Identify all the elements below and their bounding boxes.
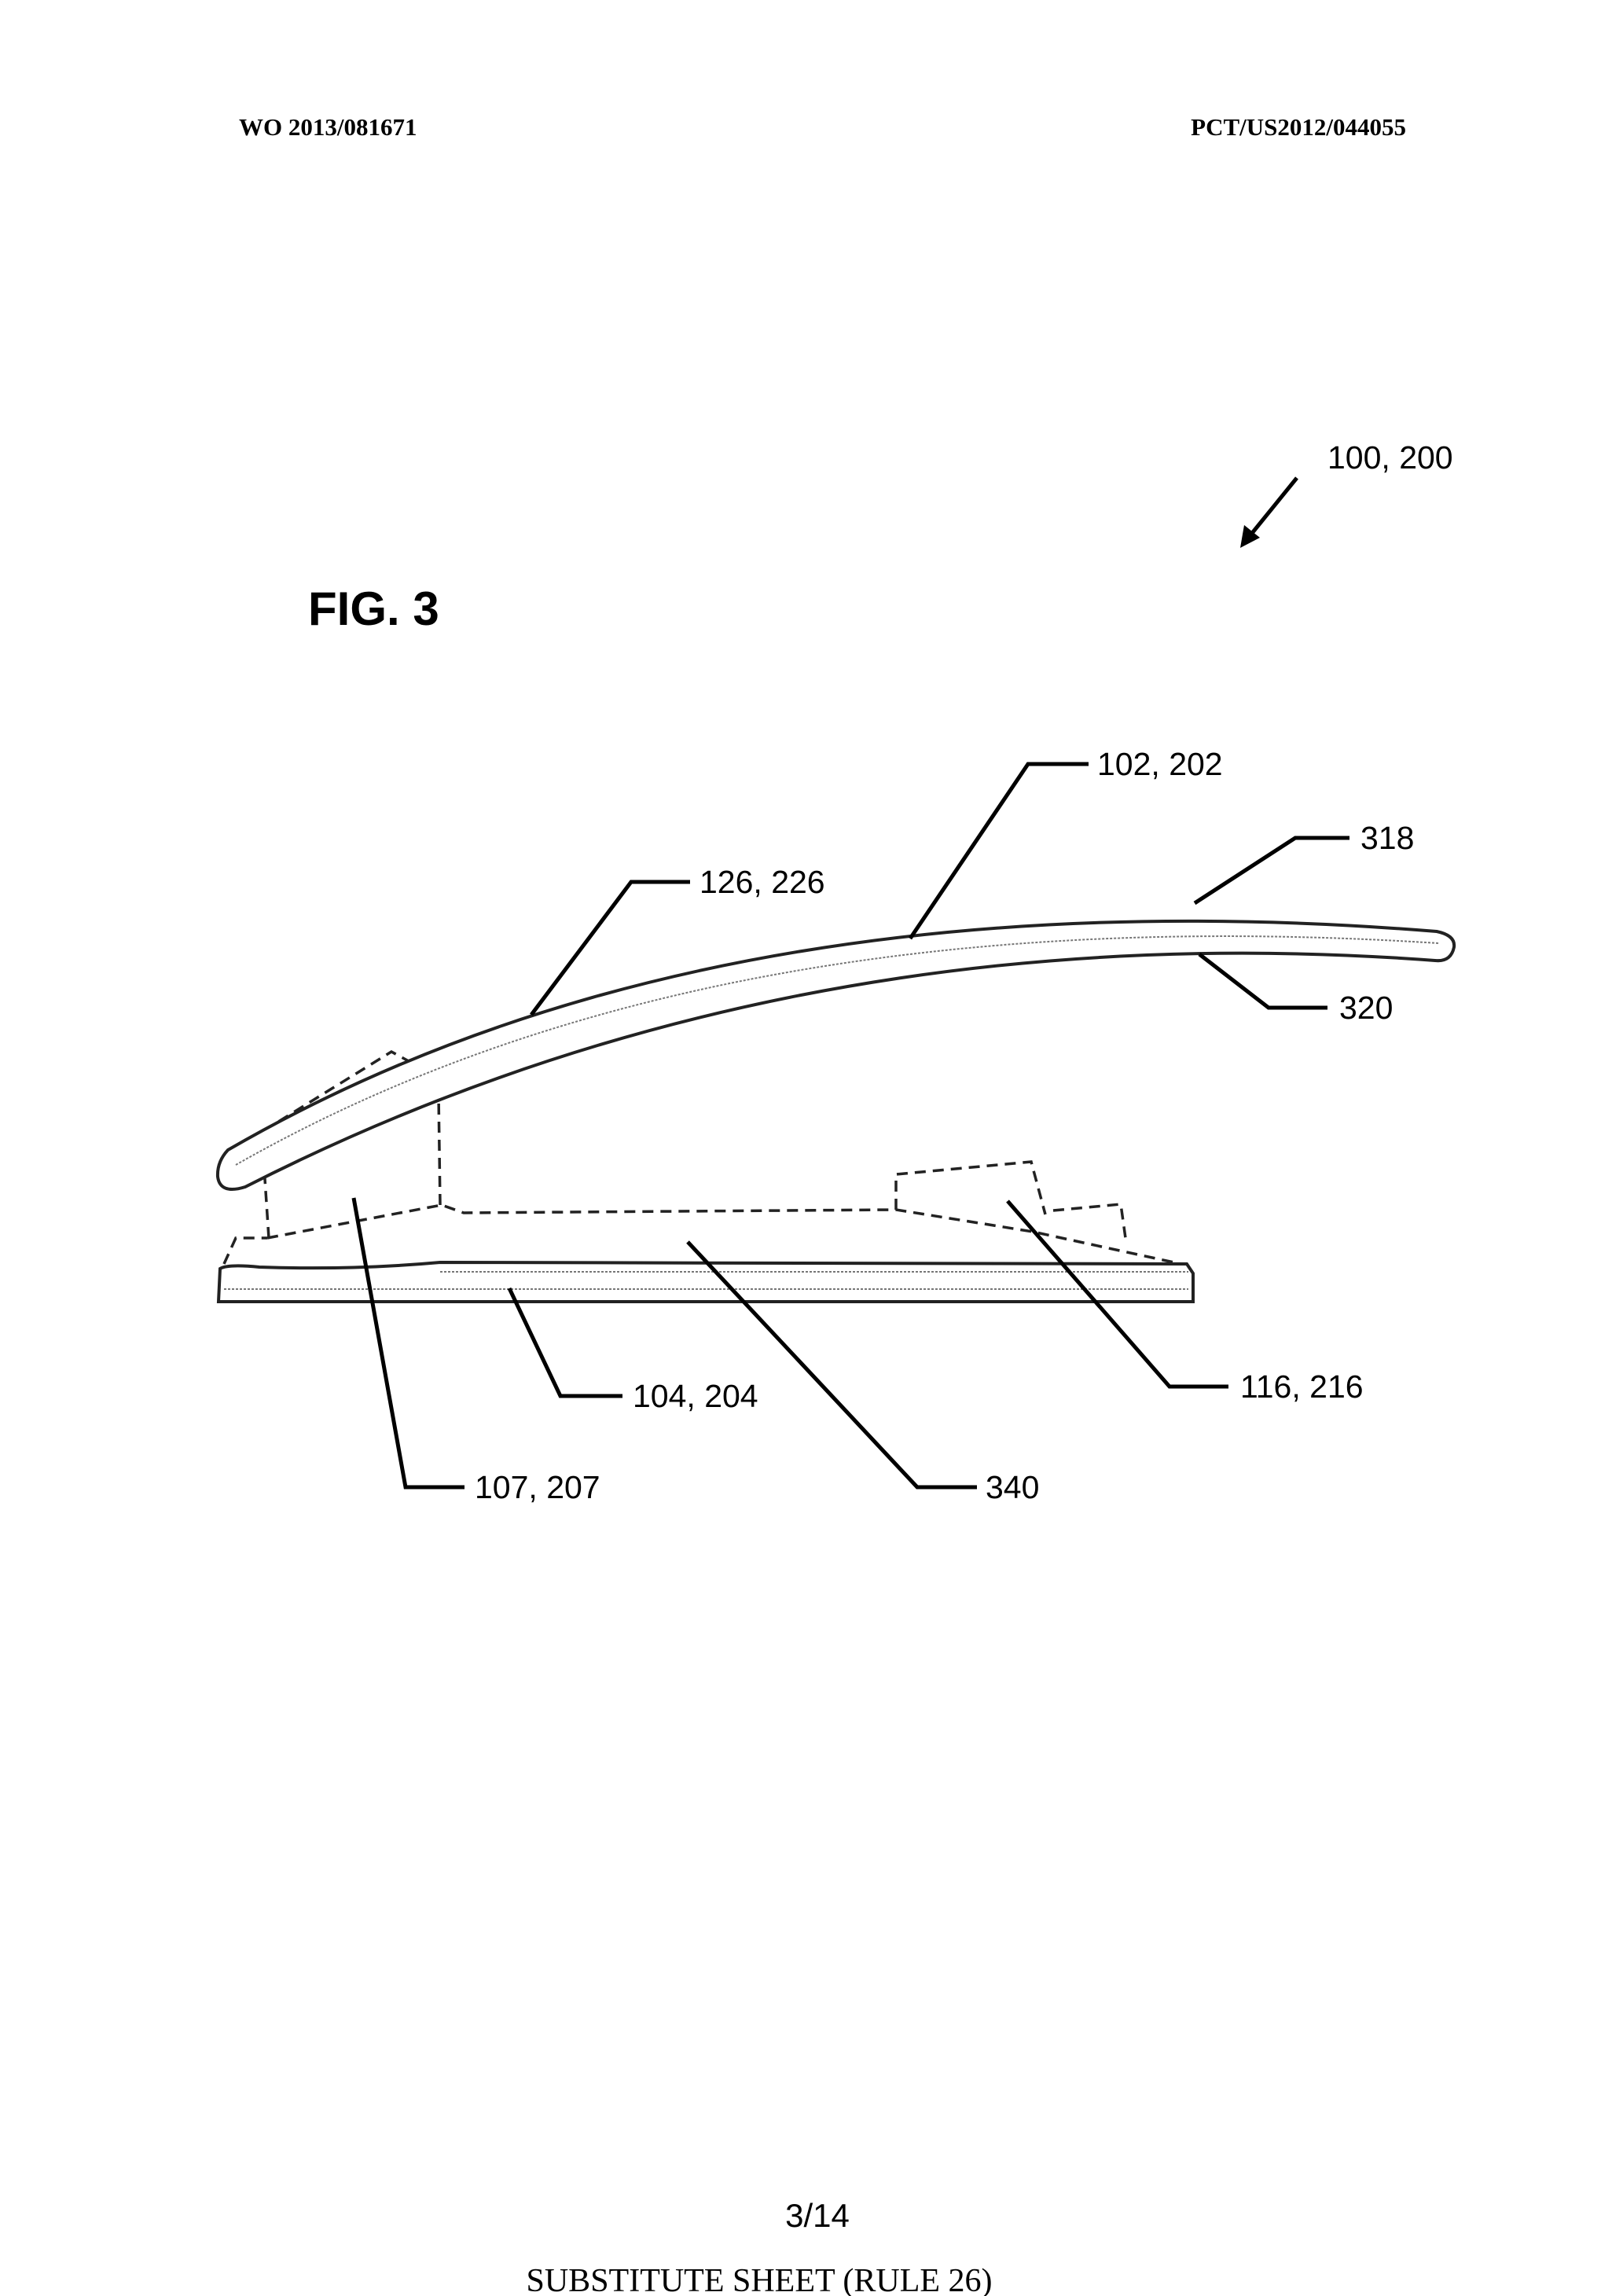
- device-drawing: [215, 919, 1456, 1303]
- housing-outline: [222, 1049, 1189, 1267]
- callout-top-surface: 318: [1193, 820, 1414, 906]
- svg-text:107, 207: 107, 207: [475, 1469, 600, 1505]
- svg-text:320: 320: [1339, 990, 1393, 1026]
- svg-text:340: 340: [986, 1469, 1039, 1505]
- callout-post: 107, 207: [351, 1197, 600, 1505]
- application-number: PCT/US2012/044055: [1191, 113, 1406, 141]
- figure-title: FIG. 3: [308, 582, 439, 635]
- callout-arm-section: 126, 226: [530, 864, 825, 1016]
- callout-base-plate: 104, 204: [507, 1287, 758, 1414]
- svg-text:102, 202: 102, 202: [1097, 746, 1223, 782]
- callout-rear-block: 116, 216: [1006, 1199, 1364, 1405]
- base-plate: [216, 1260, 1195, 1303]
- callout-upper-arm: 102, 202: [908, 746, 1223, 940]
- svg-text:116, 216: 116, 216: [1240, 1368, 1364, 1405]
- assembly-ref-label: 100, 200: [1327, 439, 1453, 476]
- upper-arm: [215, 919, 1456, 1191]
- svg-text:104, 204: 104, 204: [633, 1378, 758, 1414]
- assembly-arrow-icon: [1240, 476, 1298, 548]
- sheet-note: SUBSTITUTE SHEET (RULE 26): [526, 2263, 992, 2296]
- page-number: 3/14: [785, 2197, 850, 2234]
- callout-housing: 340: [686, 1240, 1039, 1505]
- svg-text:126, 226: 126, 226: [700, 864, 825, 900]
- svg-text:318: 318: [1360, 820, 1414, 856]
- publication-number: WO 2013/081671: [239, 113, 417, 141]
- callout-bottom-surface: 320: [1198, 953, 1393, 1026]
